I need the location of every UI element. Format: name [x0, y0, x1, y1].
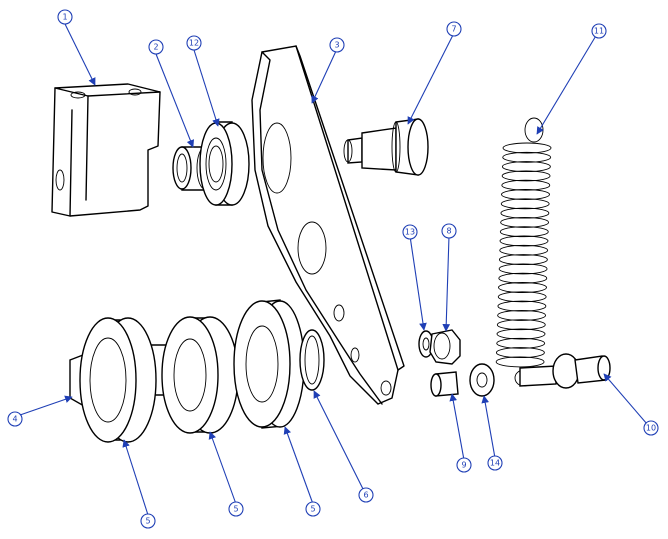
spring-coil: [498, 263, 548, 275]
spring-coil: [497, 291, 547, 303]
part-11-spring: [495, 117, 552, 387]
svg-text:5: 5: [310, 505, 315, 514]
callout-14: 14: [487, 455, 503, 471]
spring-coil: [501, 161, 551, 173]
svg-text:4: 4: [12, 415, 17, 424]
svg-text:5: 5: [233, 505, 238, 514]
svg-text:9: 9: [461, 461, 466, 470]
spring-coil: [495, 356, 545, 368]
spring-coil: [497, 300, 547, 312]
callout-13: 13: [402, 224, 418, 240]
callout-leaders: [19, 23, 648, 516]
spring-coil: [500, 198, 550, 210]
svg-text:5: 5: [145, 517, 150, 526]
callout-5c: 5: [305, 501, 321, 517]
spring-coil: [499, 244, 549, 256]
svg-text:12: 12: [189, 39, 199, 48]
svg-text:13: 13: [405, 228, 415, 237]
part-2-bushing: [172, 146, 214, 191]
part-9-spacer: [430, 371, 459, 397]
svg-text:7: 7: [451, 25, 456, 34]
callout-11: 11: [591, 23, 607, 39]
svg-text:11: 11: [594, 27, 604, 36]
spring-coil: [501, 179, 551, 191]
svg-text:14: 14: [490, 459, 500, 468]
spring-coil: [498, 254, 548, 266]
callout-4: 4: [7, 411, 23, 427]
callout-12: 12: [186, 35, 202, 51]
svg-text:3: 3: [334, 41, 339, 50]
spring-coil: [496, 328, 546, 340]
callout-8: 8: [441, 223, 457, 239]
callout-10: 10: [643, 420, 659, 436]
part-5-roller-2: [161, 316, 239, 434]
spring-coil: [499, 226, 549, 238]
callout-9: 9: [456, 457, 472, 473]
spring-coil: [499, 235, 549, 247]
spring-coil: [498, 282, 547, 293]
svg-text:8: 8: [446, 227, 451, 236]
part-8-nut: [429, 329, 461, 365]
callout-2: 2: [148, 39, 164, 55]
spring-coil: [502, 151, 552, 163]
spring-coil: [496, 337, 546, 349]
spring-coil: [496, 319, 546, 331]
part-5-roller-3: [233, 299, 305, 429]
svg-text:1: 1: [62, 13, 67, 22]
spring-coil: [500, 216, 550, 228]
svg-text:2: 2: [153, 43, 158, 52]
part-14-washer: [469, 363, 495, 397]
part-1-block: [51, 83, 161, 217]
part-5-roller-1: [79, 317, 157, 443]
callout-3: 3: [329, 37, 345, 53]
spring-coil: [502, 142, 552, 154]
callout-7: 7: [446, 21, 462, 37]
callout-5b: 5: [228, 501, 244, 517]
callout-1: 1: [57, 9, 73, 25]
svg-text:6: 6: [363, 491, 368, 500]
spring-coil: [498, 272, 548, 284]
part-12-bearing: [199, 121, 250, 206]
part-6-spacer-ring: [299, 329, 325, 391]
part-3-plate: [251, 45, 405, 405]
callout-6: 6: [358, 487, 374, 503]
spring-coil: [497, 309, 547, 321]
part-10-bolt: [519, 353, 611, 389]
spring-coil: [501, 170, 551, 182]
svg-text:10: 10: [646, 424, 656, 433]
spring-coil: [495, 347, 545, 359]
part-7-shoulder-bolt: [343, 118, 429, 176]
spring-coil: [501, 189, 550, 200]
callout-5a: 5: [140, 513, 156, 529]
spring-coil: [500, 207, 550, 219]
